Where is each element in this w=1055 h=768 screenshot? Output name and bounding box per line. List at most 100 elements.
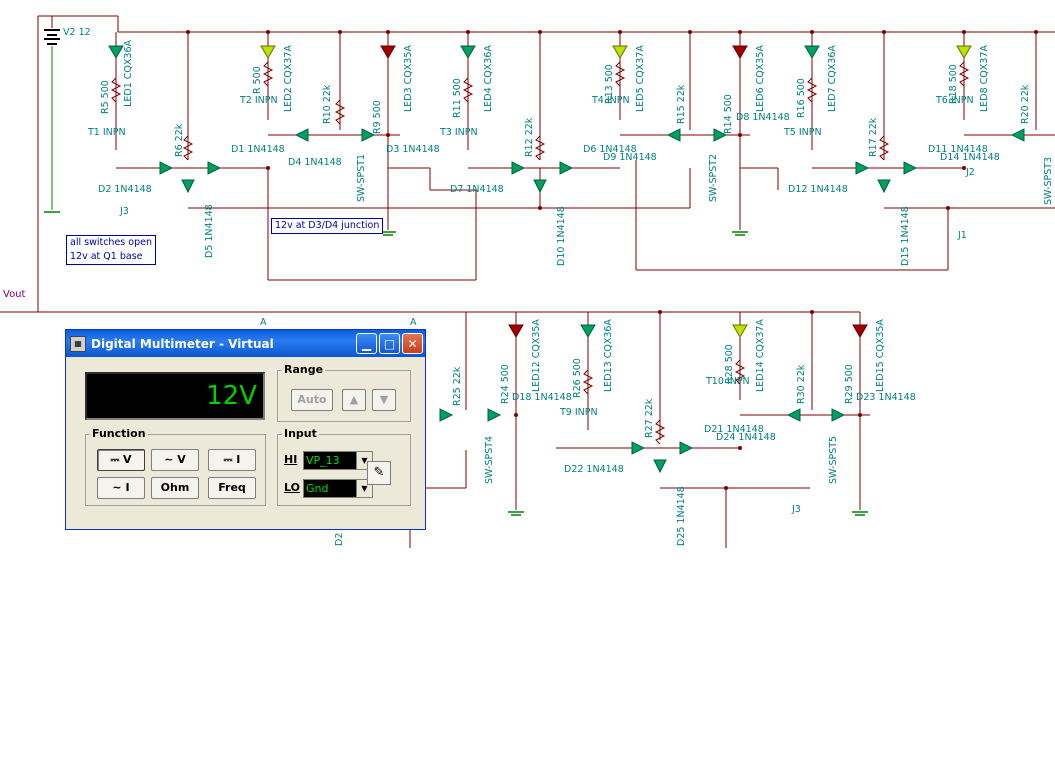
range-up-button[interactable]: ▲	[342, 389, 366, 411]
svg-text:R6 22k: R6 22k	[174, 123, 185, 157]
svg-text:D9 1N4148: D9 1N4148	[603, 152, 657, 163]
svg-text:T3 INPN: T3 INPN	[439, 127, 478, 138]
dc-voltage-button[interactable]: ⎓ V	[97, 449, 145, 471]
hi-label: HI	[284, 453, 298, 466]
svg-text:D6 1N4148: D6 1N4148	[583, 144, 637, 155]
svg-text:LED13 CQX36A: LED13 CQX36A	[603, 319, 614, 392]
svg-text:J2: J2	[965, 167, 975, 178]
lo-select[interactable]: Gnd ▼	[303, 479, 373, 498]
svg-text:R17 22k: R17 22k	[868, 117, 879, 157]
ac-voltage-button[interactable]: ∼ V	[151, 449, 199, 471]
svg-text:SW-SPST4: SW-SPST4	[484, 436, 495, 484]
close-button[interactable]: ✕	[402, 333, 423, 354]
dc-current-button[interactable]: ⎓ I	[208, 449, 256, 471]
svg-text:LED1 CQX36A: LED1 CQX36A	[123, 40, 134, 107]
svg-text:R9 500: R9 500	[372, 100, 383, 134]
svg-text:R20 22k: R20 22k	[1020, 84, 1031, 124]
svg-text:T2 INPN: T2 INPN	[239, 95, 278, 106]
svg-text:D7 1N4148: D7 1N4148	[450, 184, 504, 195]
svg-text:D25 1N4148: D25 1N4148	[676, 486, 687, 546]
input-group: Input HI VP_13 ▼ LO Gnd ▼	[277, 427, 411, 506]
svg-text:T10 INPN: T10 INPN	[705, 376, 750, 387]
multimeter-window[interactable]: ▦ Digital Multimeter - Virtual ▁ □ ✕ 12V…	[65, 329, 426, 530]
svg-text:R5 500: R5 500	[100, 80, 111, 114]
svg-text:LED4 CQX36A: LED4 CQX36A	[483, 45, 494, 112]
svg-text:R14 500: R14 500	[723, 94, 734, 134]
ac-current-button[interactable]: ∼ I	[97, 477, 145, 499]
svg-text:D14 1N4148: D14 1N4148	[940, 152, 1000, 163]
svg-text:LED12 CQX35A: LED12 CQX35A	[531, 319, 542, 392]
freq-button[interactable]: Freq	[208, 477, 256, 499]
multimeter-icon: ▦	[70, 335, 86, 352]
svg-text:A: A	[410, 317, 417, 328]
function-label: Function	[90, 427, 148, 440]
source-label: V2 12	[63, 27, 91, 38]
svg-text:SW-SPST2: SW-SPST2	[708, 154, 719, 202]
svg-text:D10 1N4148: D10 1N4148	[556, 206, 567, 266]
hi-select-value: VP_13	[306, 454, 340, 467]
resistor-symbols	[110, 61, 970, 445]
svg-text:D2: D2	[334, 533, 345, 546]
diode-symbols	[159, 128, 1025, 474]
ohm-button[interactable]: Ohm	[151, 477, 199, 499]
junction-nodes	[186, 30, 1038, 490]
svg-text:LED7 CQX36A: LED7 CQX36A	[827, 45, 838, 112]
svg-text:J3: J3	[791, 504, 801, 515]
svg-text:LED5 CQX37A: LED5 CQX37A	[635, 45, 646, 112]
svg-text:D1 1N4148: D1 1N4148	[231, 144, 285, 155]
svg-text:LED8 CQX37A: LED8 CQX37A	[979, 45, 990, 112]
note-line: all switches open	[70, 237, 152, 248]
svg-text:D23 1N4148: D23 1N4148	[856, 392, 916, 403]
svg-text:R18 500: R18 500	[948, 64, 959, 104]
svg-text:R11 500: R11 500	[452, 78, 463, 118]
svg-text:D24 1N4148: D24 1N4148	[716, 432, 776, 443]
auto-range-button[interactable]: Auto	[291, 389, 333, 411]
bottom-row-labels: R25 22k R24 500 D18 1N4148 SW-SPST4 LED1…	[260, 317, 916, 546]
note-switches-open[interactable]: all switches open 12v at Q1 base	[66, 235, 156, 265]
svg-text:R27 22k: R27 22k	[644, 398, 655, 438]
svg-text:D4 1N4148: D4 1N4148	[288, 157, 342, 168]
note-line: 12v at D3/D4 junction	[275, 220, 380, 231]
lo-select-value: Gnd	[306, 482, 329, 495]
svg-text:T1 INPN: T1 INPN	[87, 127, 126, 138]
input-label: Input	[282, 427, 319, 440]
svg-text:SW-SPST5: SW-SPST5	[828, 436, 839, 484]
note-junction[interactable]: 12v at D3/D4 junction	[271, 218, 384, 234]
svg-text:A: A	[260, 317, 267, 328]
probe-icon[interactable]: ✎	[367, 461, 391, 485]
range-down-button[interactable]: ▼	[372, 389, 396, 411]
svg-text:J1: J1	[957, 230, 967, 241]
schematic-canvas[interactable]: V2 12	[0, 0, 1055, 548]
svg-text:R 500: R 500	[252, 66, 263, 94]
maximize-button[interactable]: □	[379, 333, 400, 354]
svg-text:SW-SPST3: SW-SPST3	[1043, 157, 1054, 205]
svg-text:R10 22k: R10 22k	[322, 84, 333, 124]
meter-display: 12V	[85, 372, 265, 420]
svg-text:LED3 CQX35A: LED3 CQX35A	[403, 45, 414, 112]
title-bar[interactable]: ▦ Digital Multimeter - Virtual ▁ □ ✕	[66, 330, 425, 357]
svg-text:D18 1N4148: D18 1N4148	[512, 392, 572, 403]
svg-text:LED6 CQX35A: LED6 CQX35A	[755, 45, 766, 112]
svg-text:J3: J3	[119, 206, 129, 217]
hi-select[interactable]: VP_13 ▼	[303, 451, 373, 470]
svg-text:D8 1N4148: D8 1N4148	[736, 112, 790, 123]
svg-text:R28 500: R28 500	[724, 344, 735, 384]
svg-text:D3 1N4148: D3 1N4148	[386, 144, 440, 155]
svg-text:R26 500: R26 500	[572, 358, 583, 398]
svg-text:R13 500: R13 500	[604, 64, 615, 104]
minimize-button[interactable]: ▁	[356, 333, 377, 354]
svg-text:R29 500: R29 500	[844, 364, 855, 404]
svg-text:LED14 CQX37A: LED14 CQX37A	[755, 319, 766, 392]
led-symbols	[108, 45, 972, 338]
svg-text:T5 INPN: T5 INPN	[783, 127, 822, 138]
svg-text:D15 1N4148: D15 1N4148	[900, 206, 911, 266]
svg-text:R24 500: R24 500	[500, 364, 511, 404]
range-label: Range	[282, 363, 326, 376]
svg-text:LED2 CQX37A: LED2 CQX37A	[283, 45, 294, 112]
note-line: 12v at Q1 base	[70, 251, 143, 262]
vout-label: Vout	[3, 289, 26, 300]
svg-text:R12 22k: R12 22k	[524, 117, 535, 157]
svg-text:T6 INPN: T6 INPN	[935, 95, 974, 106]
range-group: Range Auto ▲ ▼	[277, 363, 411, 422]
svg-text:D21 1N4148: D21 1N4148	[704, 424, 764, 435]
